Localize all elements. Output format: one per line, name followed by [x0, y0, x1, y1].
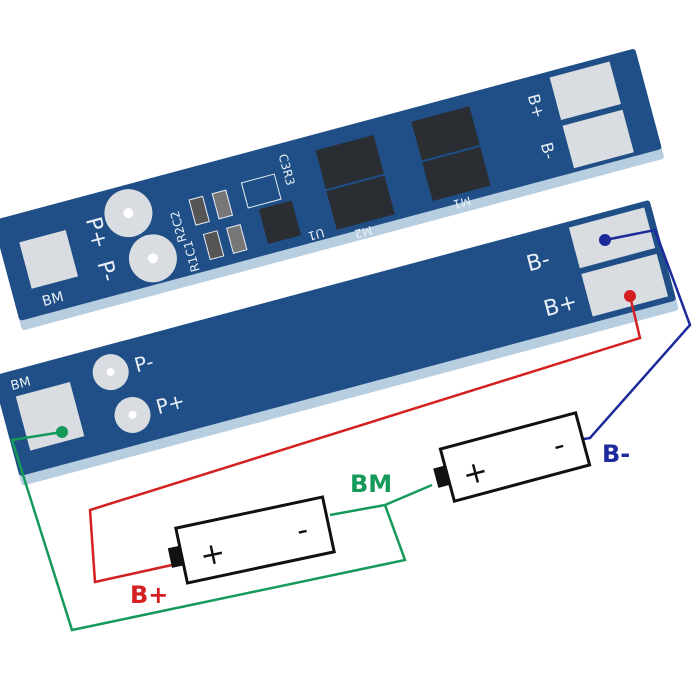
top-b-minus-pad: [562, 109, 634, 169]
top-board: BM P+ P- R2C2 R1C1 C3R3 U1 M2 M1 B+ B-: [0, 49, 664, 330]
bottom-board: BM P- P+ B- B+: [0, 200, 679, 486]
capacitor: [211, 189, 234, 220]
mosfet-chip: [326, 175, 395, 230]
bottom-bm-label: BM: [9, 374, 32, 394]
mosfet-chip: [411, 106, 480, 161]
diagram-b-plus-label: B+: [130, 581, 168, 609]
battery-1-terminal: [167, 545, 184, 568]
bm-solder-point: [56, 426, 68, 438]
mosfet-chip: [315, 135, 384, 190]
top-m1-label: M1: [452, 193, 473, 211]
resistor: [202, 230, 225, 261]
b-plus-solder-point: [624, 290, 636, 302]
b-plus-wire: [88, 295, 642, 584]
mosfet-chip: [422, 146, 491, 201]
capacitor: [226, 223, 248, 254]
battery-2-terminal: [433, 465, 450, 488]
c3r3-footprint: [240, 173, 282, 209]
bottom-b-plus-pad: [581, 253, 669, 317]
resistor: [188, 195, 210, 226]
top-m2-label: M2: [353, 223, 374, 241]
battery-1: + -: [167, 495, 336, 585]
bottom-board-pcb: [0, 200, 676, 476]
battery-2: + -: [433, 410, 592, 504]
top-u1-label: U1: [306, 225, 325, 243]
diagram-b-minus-label: B-: [602, 440, 630, 468]
top-b-minus-label: B-: [537, 140, 560, 161]
u1-chip: [258, 200, 302, 245]
top-bm-label: BM: [41, 289, 66, 310]
top-b-plus-pad: [549, 61, 621, 120]
top-bm-pad: [19, 229, 79, 289]
b-minus-solder-point: [599, 234, 611, 246]
bm-wire: [10, 430, 407, 632]
diagram-bm-label: BM: [350, 470, 392, 498]
b-minus-wire: [577, 228, 692, 442]
bm-wire-link: [384, 483, 433, 507]
